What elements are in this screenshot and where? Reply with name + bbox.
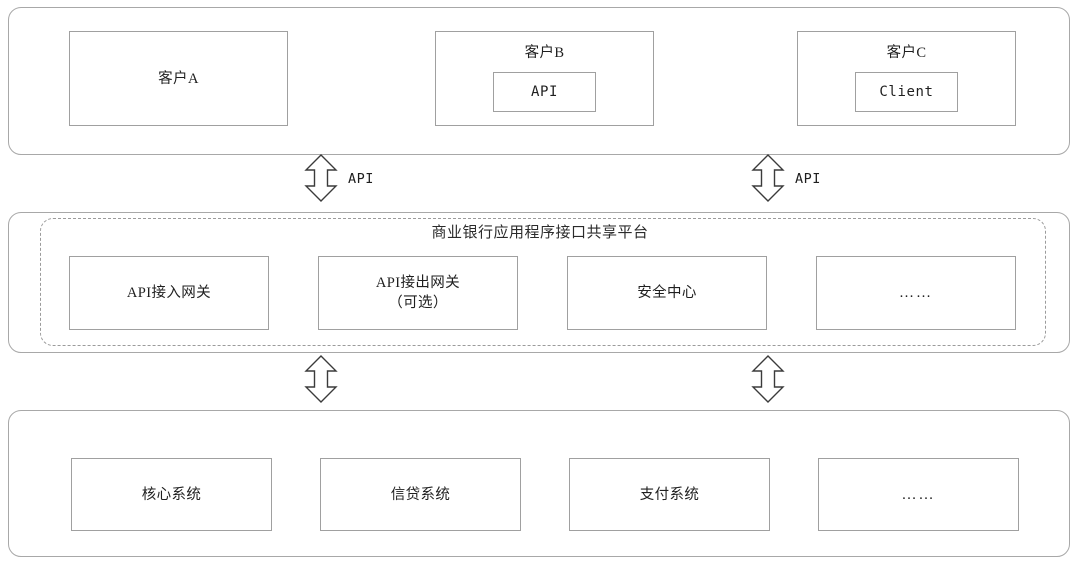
node-customer-c-client-chip[interactable]: Client [855, 72, 958, 112]
double-arrow-icon-platform-systems-right [751, 355, 785, 403]
node-security-center-label: 安全中心 [637, 285, 697, 301]
node-core-system-label: 核心系统 [141, 486, 202, 503]
node-platform-more[interactable]: …… [816, 256, 1016, 330]
node-security-center[interactable]: 安全中心 [567, 256, 767, 330]
platform-dashed-frame [40, 218, 1046, 346]
node-systems-more-label: …… [901, 486, 936, 503]
node-core-system[interactable]: 核心系统 [71, 458, 272, 531]
connector-label-api-left: API [348, 171, 374, 187]
node-credit-system[interactable]: 信贷系统 [320, 458, 521, 531]
node-payment-system[interactable]: 支付系统 [569, 458, 770, 531]
node-systems-more[interactable]: …… [818, 458, 1019, 531]
connector-label-api-right: API [795, 171, 821, 187]
node-api-ingress-gateway[interactable]: API接入网关 [69, 256, 269, 330]
node-customer-a[interactable]: 客户A [69, 31, 288, 126]
node-api-ingress-gateway-label: API接入网关 [126, 285, 212, 301]
node-api-egress-gateway-label: API接出网关 （可选） [375, 275, 461, 311]
node-customer-a-label: 客户A [158, 70, 199, 87]
node-customer-b[interactable]: 客户B API [435, 31, 654, 126]
double-arrow-icon-consumer-platform-left [304, 154, 338, 202]
double-arrow-icon-consumer-platform-right [751, 154, 785, 202]
node-customer-b-api-chip[interactable]: API [493, 72, 596, 112]
node-customer-b-label: 客户B [524, 45, 565, 61]
node-payment-system-label: 支付系统 [639, 486, 700, 503]
node-api-egress-gateway[interactable]: API接出网关 （可选） [318, 256, 518, 330]
platform-title: 商业银行应用程序接口共享平台 [431, 225, 649, 241]
node-credit-system-label: 信贷系统 [390, 486, 451, 503]
double-arrow-icon-platform-systems-left [304, 355, 338, 403]
node-platform-more-label: …… [899, 285, 933, 301]
node-customer-c-label: 客户C [886, 45, 927, 61]
node-customer-c[interactable]: 客户C Client [797, 31, 1016, 126]
